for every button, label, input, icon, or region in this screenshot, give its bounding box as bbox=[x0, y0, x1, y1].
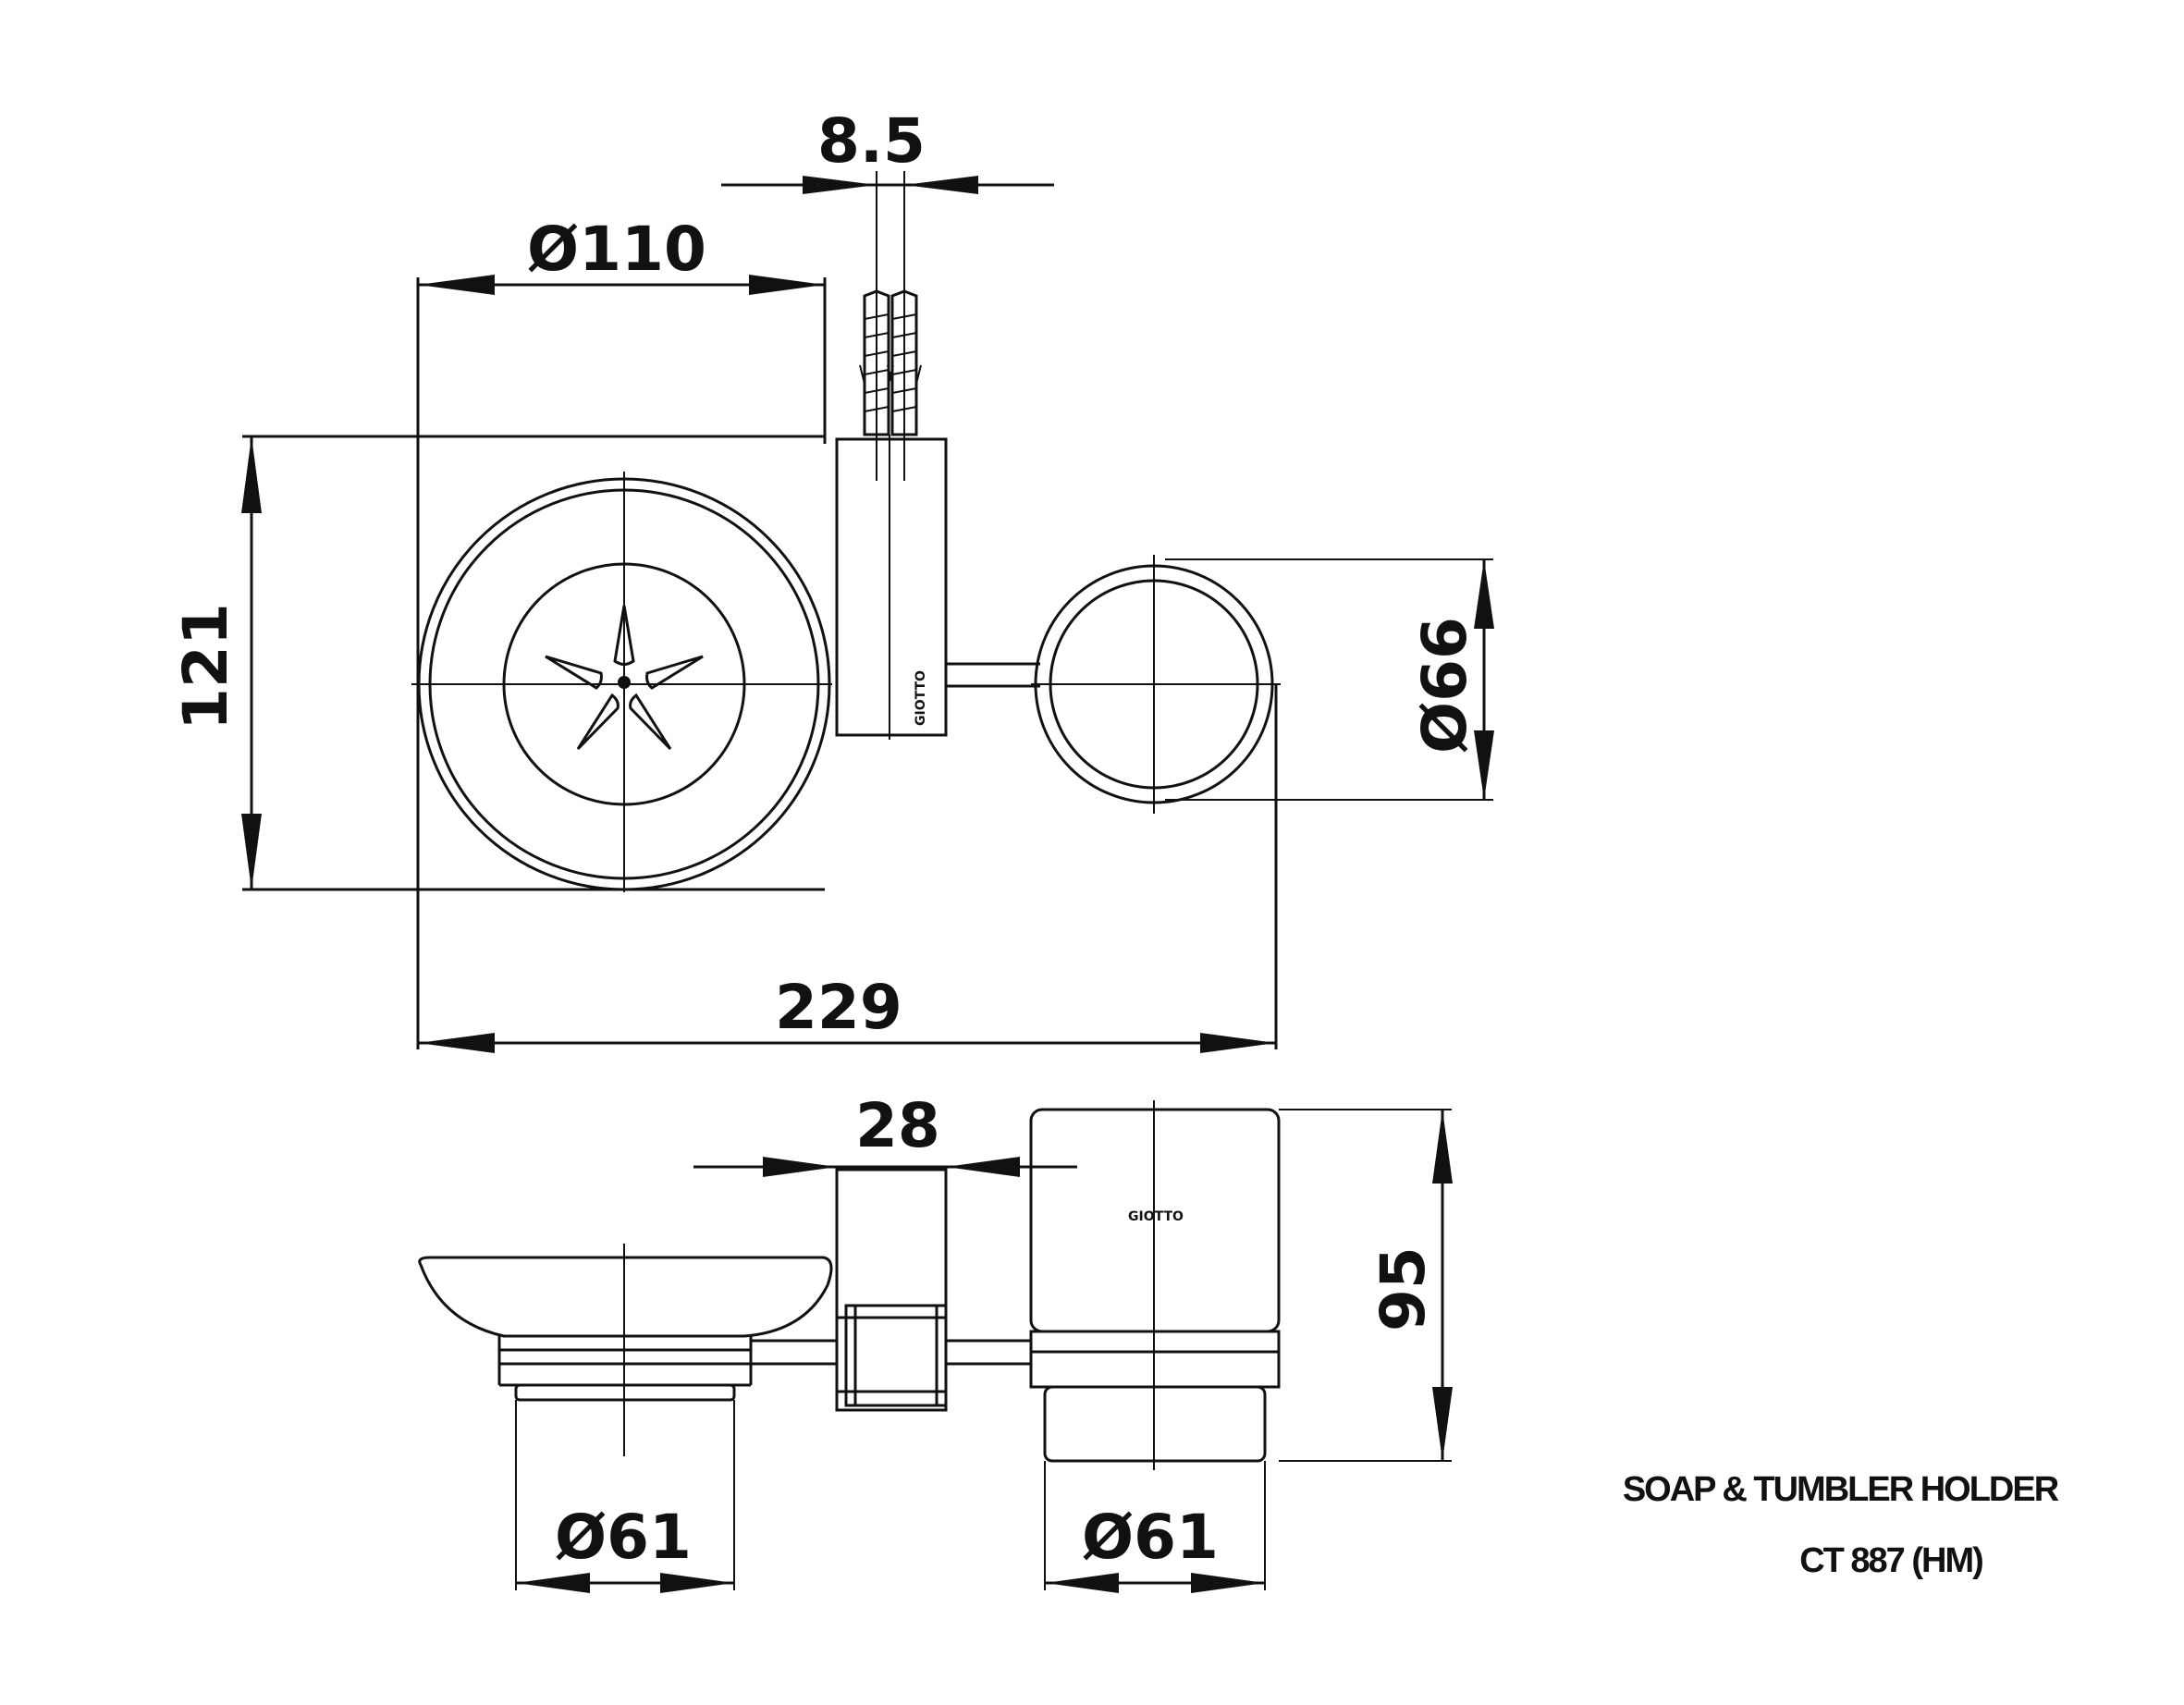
dimension-lines: 8.5 Ø110 121 Ø66 229 28 95 bbox=[170, 105, 1494, 1593]
drain-petals bbox=[545, 605, 704, 751]
dim-ring-diameter: Ø66 bbox=[1409, 617, 1480, 754]
product-name: SOAP & TUMBLER HOLDER bbox=[1622, 1470, 2059, 1509]
dim-overall-height: 121 bbox=[170, 603, 241, 730]
wall-bracket-top bbox=[835, 437, 948, 737]
tumbler-logo: GIOTTO bbox=[1128, 1209, 1184, 1224]
dim-tumbler-height: 95 bbox=[1368, 1246, 1439, 1331]
dim-bracket-width: 28 bbox=[855, 1090, 940, 1161]
bracket-logo: GIOTTO bbox=[914, 670, 928, 726]
soap-dish-profile bbox=[418, 1256, 833, 1338]
dim-overall-width: 229 bbox=[775, 972, 902, 1043]
dim-soap-dish-diameter: Ø110 bbox=[527, 214, 706, 285]
wall-bracket-front bbox=[835, 1168, 948, 1412]
wall-anchors bbox=[859, 171, 922, 481]
dim-soap-base-diameter: Ø61 bbox=[555, 1502, 692, 1573]
title-block: SOAP & TUMBLER HOLDER CT 887 (HM) bbox=[1572, 1470, 2108, 1581]
dim-tumbler-base-diameter: Ø61 bbox=[1082, 1502, 1219, 1573]
front-view: GIOTTO bbox=[418, 1100, 1281, 1470]
product-code: CT 887 (HM) bbox=[1799, 1541, 1984, 1580]
dim-screw-spacing: 8.5 bbox=[817, 105, 926, 177]
top-view: GIOTTO bbox=[242, 171, 1281, 1049]
